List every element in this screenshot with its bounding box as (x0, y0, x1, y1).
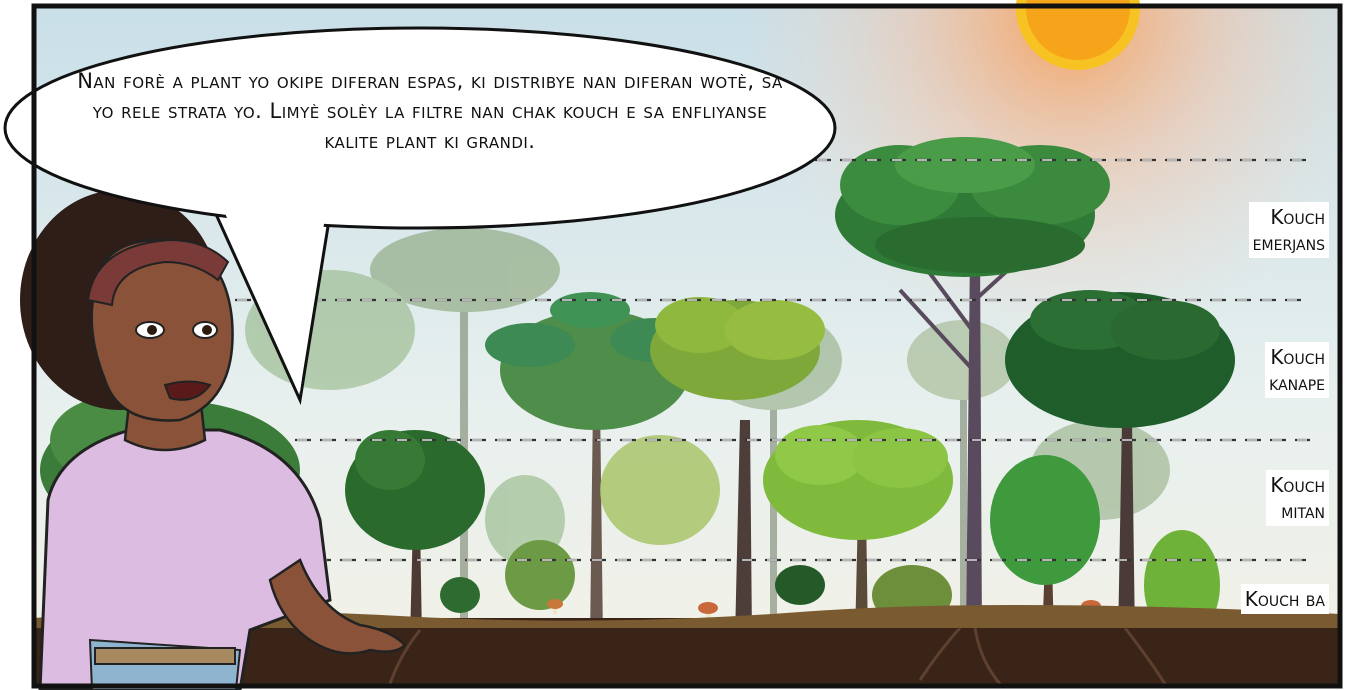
layer-label-line: Kouch (1270, 345, 1325, 369)
layer-label-mitan: Kouch mitan (1266, 470, 1329, 526)
layer-label-kanape: Kouch kanape (1265, 342, 1329, 398)
layer-label-line: Kouch (1270, 473, 1325, 497)
layer-label-line: emerjans (1252, 231, 1325, 255)
layer-label-line: Kouch (1270, 205, 1325, 229)
speech-bubble (3, 26, 837, 406)
narrator-character (20, 190, 407, 690)
layer-label-emerjans: Kouch emerjans (1248, 202, 1329, 258)
layer-label-line: mitan (1281, 499, 1325, 523)
layer-label-line: Kouch ba (1244, 587, 1325, 611)
layer-label-ba: Kouch ba (1240, 584, 1329, 614)
sun-icon (1016, 0, 1140, 70)
layer-label-line: kanape (1269, 371, 1325, 395)
speech-bubble-text: Nan forè a plant yo okipe diferan espas,… (77, 69, 783, 153)
emergent-tree-icon (835, 137, 1110, 640)
understory-trees (345, 420, 1100, 640)
